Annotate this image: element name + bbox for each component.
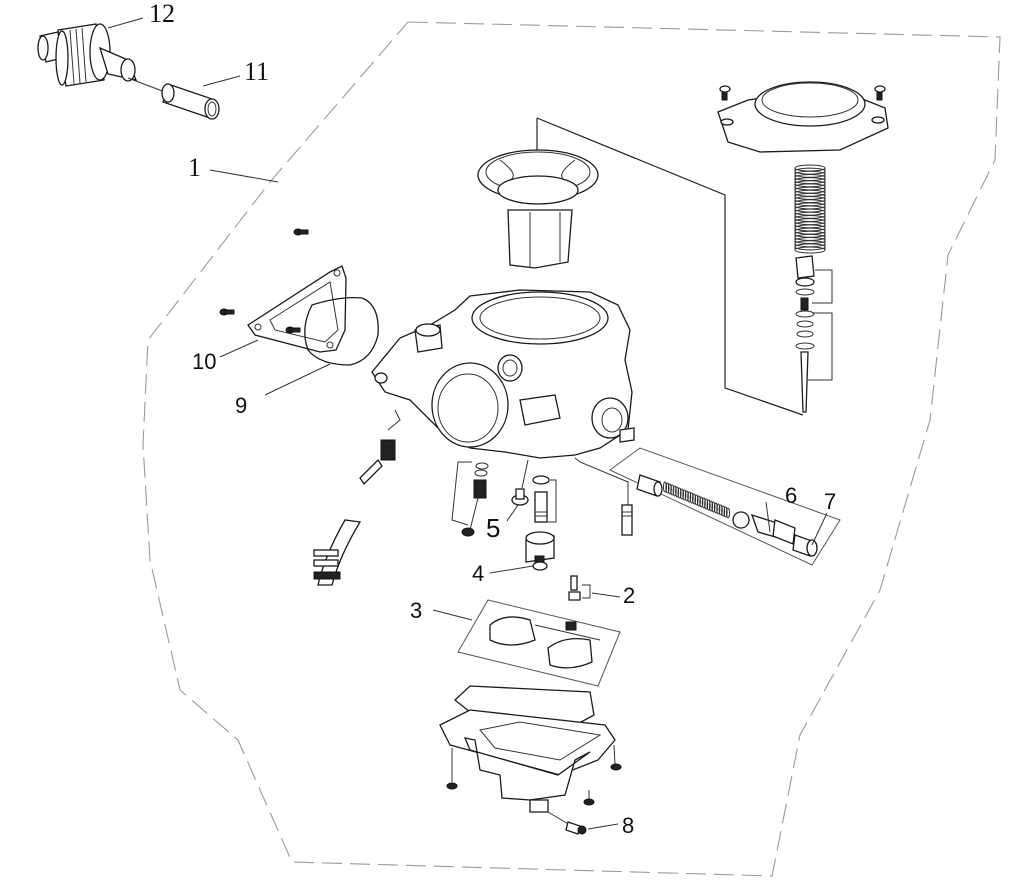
guide-line xyxy=(547,811,571,826)
spring-coil xyxy=(677,487,682,499)
cover-screw xyxy=(719,85,731,101)
leader-line-1 xyxy=(209,169,279,183)
starter-o-ring xyxy=(732,511,750,529)
part-4-main-jet[interactable] xyxy=(532,555,548,571)
starter-plunger xyxy=(636,474,663,497)
throttle-spring xyxy=(794,164,826,254)
bracket xyxy=(808,312,833,381)
needle-jet-holder xyxy=(525,531,555,563)
spring-coil xyxy=(684,490,689,502)
spring-coil xyxy=(665,482,670,494)
bracket xyxy=(582,584,591,599)
callout-11: 11 xyxy=(244,57,269,86)
part-9-o-ring[interactable] xyxy=(304,297,379,366)
leader-line-5 xyxy=(506,504,519,522)
callout-10: 10 xyxy=(192,349,216,374)
fuel-hose[interactable] xyxy=(313,409,401,586)
jet-needle-stack xyxy=(795,255,815,413)
leader-line-11 xyxy=(202,75,241,87)
bowl-screw xyxy=(610,744,622,771)
spring-coil xyxy=(696,495,701,507)
callout-9: 9 xyxy=(235,393,247,418)
part-5-slow-jet[interactable] xyxy=(511,488,529,506)
callout-12: 12 xyxy=(149,0,175,28)
bracket xyxy=(548,479,557,523)
plate-screw xyxy=(293,228,309,236)
guide-line xyxy=(536,117,804,416)
part-11-sleeve[interactable] xyxy=(161,83,220,120)
leader-line-9 xyxy=(264,363,331,396)
part-7-starter-valve-cap[interactable] xyxy=(792,534,818,557)
spring-coil xyxy=(704,498,709,510)
callout-4: 4 xyxy=(472,561,484,586)
assembly-boundary-outline xyxy=(142,21,1001,877)
leader-line-10 xyxy=(219,339,259,358)
diaphragm-piston[interactable] xyxy=(477,149,599,269)
spring-coil xyxy=(713,502,718,514)
leader-line-6 xyxy=(765,501,771,533)
leader-line-8 xyxy=(587,823,619,830)
callout-5: 5 xyxy=(486,513,500,543)
spring-coil xyxy=(672,485,677,497)
callout-3: 3 xyxy=(410,598,422,623)
callout-2: 2 xyxy=(623,583,635,608)
callout-6: 6 xyxy=(785,483,797,508)
needle-jet xyxy=(532,475,550,523)
part-8-drain-screw[interactable] xyxy=(565,821,587,835)
spring-coil xyxy=(709,500,714,512)
chamber-cover[interactable] xyxy=(717,81,889,153)
float-kit-box xyxy=(457,599,621,687)
bowl-screw xyxy=(446,748,458,790)
spring-coil xyxy=(701,497,706,509)
spring-coil xyxy=(711,501,716,513)
pilot-screw-assembly xyxy=(461,462,489,537)
leader-line-2 xyxy=(591,592,621,598)
spring-coil xyxy=(694,494,699,506)
spring-coil xyxy=(667,483,672,495)
carburetor-body[interactable] xyxy=(371,289,635,459)
plate-screw xyxy=(219,308,235,316)
plate-screw xyxy=(285,326,301,334)
callout-1: 1 xyxy=(188,153,201,182)
leader-line-7 xyxy=(811,512,828,546)
spring-coil xyxy=(675,486,680,498)
part-12-cable-adjuster[interactable] xyxy=(37,23,138,87)
part-12-guide-line xyxy=(127,77,166,93)
spring-coil xyxy=(679,488,684,500)
starter-spring xyxy=(663,481,730,519)
bracket xyxy=(451,461,472,526)
leader-line-3 xyxy=(432,609,473,621)
guide-line xyxy=(574,457,629,506)
leader-line-12 xyxy=(107,17,144,29)
spring-coil xyxy=(706,499,711,511)
spring-coil xyxy=(723,506,728,518)
spring-coil xyxy=(670,484,675,496)
spring-coil xyxy=(721,505,726,517)
leader-line-4 xyxy=(489,565,534,574)
float-bowl[interactable] xyxy=(439,685,616,813)
bracket xyxy=(812,269,833,304)
spring-coil xyxy=(718,504,723,516)
cover-screw xyxy=(874,85,886,101)
starter-valve-kit-box xyxy=(609,447,841,566)
part-3-float[interactable] xyxy=(489,616,601,669)
starter-plunger-pin xyxy=(621,504,633,536)
spring-coil xyxy=(726,507,730,519)
part-10-cover-plate[interactable] xyxy=(247,265,347,353)
spring-coil xyxy=(682,489,687,501)
spring-coil xyxy=(716,503,721,515)
spring-coil xyxy=(699,496,704,508)
bowl-screw xyxy=(583,790,595,806)
spring-coil xyxy=(687,491,692,503)
spring-coil xyxy=(663,481,667,493)
callout-7: 7 xyxy=(824,489,836,514)
part-2-float-needle[interactable] xyxy=(568,575,581,601)
spring-coil xyxy=(692,493,697,505)
spring-coil xyxy=(689,492,694,504)
guide-line xyxy=(521,459,529,489)
callout-8: 8 xyxy=(622,813,634,838)
